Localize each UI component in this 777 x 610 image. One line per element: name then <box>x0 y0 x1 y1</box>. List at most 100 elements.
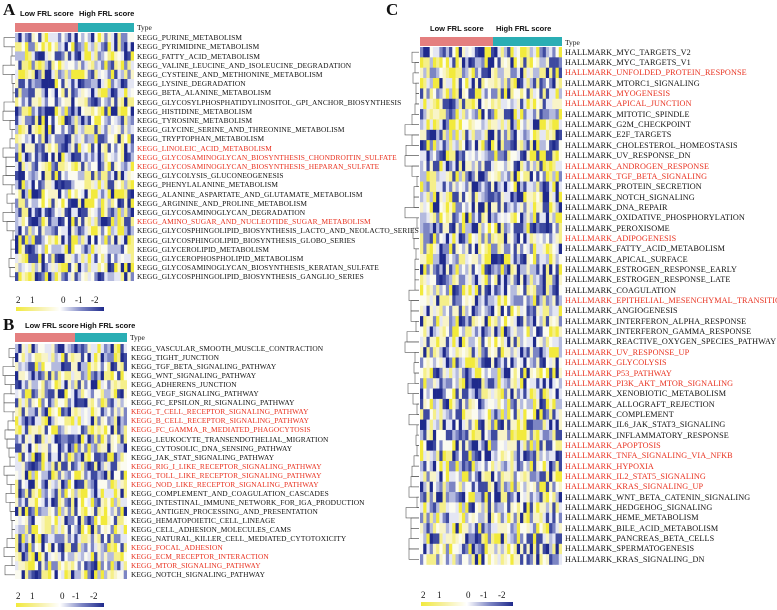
heatmap-cell <box>423 274 427 286</box>
heatmap-cell <box>445 181 450 193</box>
heatmap-cell <box>57 570 62 580</box>
heatmap-cell <box>455 47 460 58</box>
dendrogram-branch <box>412 227 419 239</box>
heatmap-cell <box>458 471 463 482</box>
heatmap-cell <box>455 367 460 379</box>
heatmap-cell <box>420 305 424 317</box>
heatmap-cell <box>31 371 36 381</box>
heatmap-cell <box>520 295 524 307</box>
heatmap-cell <box>97 263 102 273</box>
pathway-label: KEGG_GLYCOLYSIS_GLUCONEOGENESIS <box>137 171 284 181</box>
heatmap-cell <box>445 98 450 110</box>
heatmap-cell <box>558 57 562 68</box>
heatmap-cell <box>107 479 111 490</box>
heatmap-cell <box>539 129 543 141</box>
dendrogram-branch <box>412 72 419 84</box>
heatmap-cell <box>94 353 98 363</box>
heatmap-cell <box>500 212 505 224</box>
heatmap-cell <box>15 515 19 526</box>
heatmap-cell <box>420 285 424 296</box>
heatmap-cell <box>113 515 118 526</box>
heatmap-cell <box>38 543 42 553</box>
heatmap-cell <box>130 226 134 236</box>
heatmap-cell <box>465 419 469 431</box>
pathway-label: KEGG_GLYCOSPHINGOLIPID_BIOSYNTHESIS_LACT… <box>137 226 419 236</box>
heatmap-cell <box>61 235 65 245</box>
low-group-label-b: Low FRL score <box>25 321 79 330</box>
heatmap-cell <box>64 88 69 98</box>
heatmap-cell <box>552 47 556 58</box>
heatmap-cell <box>555 305 560 317</box>
heatmap-cell <box>439 243 443 255</box>
heatmap-cell <box>117 434 121 444</box>
heatmap-cell <box>491 305 495 317</box>
heatmap-cell <box>520 109 524 120</box>
heatmap-cell <box>34 161 39 172</box>
heatmap-cell <box>549 316 553 327</box>
heatmap-cell <box>64 161 69 172</box>
heatmap-cell <box>471 47 476 58</box>
heatmap-cell <box>429 347 434 358</box>
heatmap-cell <box>449 512 453 524</box>
heatmap-cell <box>442 533 447 545</box>
heatmap-cell <box>503 88 508 100</box>
heatmap-cell <box>429 440 434 451</box>
heatmap-cell <box>432 171 437 182</box>
heatmap-cell <box>536 98 540 110</box>
pathway-label: KEGG_GLYCEROPHOSPHOLIPID_METABOLISM <box>137 253 304 263</box>
heatmap-cell <box>491 150 495 162</box>
heatmap-cell <box>18 552 22 562</box>
heatmap-cell <box>41 561 45 571</box>
heatmap-cell <box>549 57 553 68</box>
heatmap-cell <box>31 452 36 462</box>
heatmap-cell <box>481 347 485 358</box>
heatmap-cell <box>41 263 46 273</box>
heatmap-cell <box>468 533 472 545</box>
heatmap-cell <box>439 388 443 400</box>
heatmap-cell <box>452 264 456 275</box>
heatmap-cell <box>539 481 543 493</box>
heatmap-cell <box>24 380 29 390</box>
heatmap-cell <box>51 470 55 481</box>
heatmap-cell <box>420 191 424 203</box>
heatmap-cell <box>500 523 505 534</box>
heatmap-cell <box>474 533 479 545</box>
heatmap-cell <box>474 129 479 141</box>
heatmap-cell <box>497 88 501 100</box>
heatmap-cell <box>426 129 430 141</box>
heatmap-cell <box>491 409 495 420</box>
heatmap-cell <box>449 336 453 348</box>
heatmap-cell <box>507 222 511 234</box>
heatmap-cell <box>51 125 55 135</box>
heatmap-cell <box>500 243 505 255</box>
heatmap-cell <box>113 552 118 562</box>
heatmap-cell <box>100 407 105 417</box>
heatmap-cell <box>500 512 505 524</box>
heatmap-cell <box>117 79 122 89</box>
heatmap-cell <box>461 191 466 203</box>
heatmap-cell <box>549 419 553 431</box>
heatmap-cell <box>24 497 29 508</box>
heatmap-cell <box>529 357 534 369</box>
heatmap-cell <box>445 316 450 327</box>
heatmap-cell <box>87 479 92 490</box>
heatmap-cell <box>97 452 101 462</box>
heatmap-cell <box>103 461 108 471</box>
heatmap-cell <box>510 316 514 327</box>
heatmap-cell <box>491 160 495 172</box>
heatmap-cell <box>44 434 49 444</box>
heatmap-cell <box>51 452 55 462</box>
heatmap-cell <box>558 222 562 234</box>
heatmap-cell <box>41 152 46 163</box>
heatmap-cell <box>474 160 479 172</box>
heatmap-cell <box>34 88 39 98</box>
heatmap-cell <box>41 371 45 381</box>
heatmap-cell <box>117 207 122 218</box>
heatmap-cell <box>545 47 550 58</box>
heatmap-cell <box>555 140 560 151</box>
heatmap-cell <box>61 407 65 417</box>
heatmap-cell <box>500 98 505 110</box>
heatmap-cell <box>481 357 485 369</box>
heatmap-cell <box>445 171 450 182</box>
heatmap-cell <box>481 129 485 141</box>
